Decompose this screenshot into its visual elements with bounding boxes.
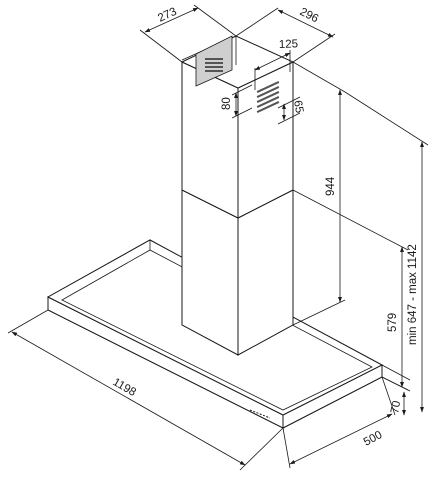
dimension-lines: [7, 4, 429, 471]
label-total-height: min 647 - max 1142: [407, 244, 419, 345]
vent-slots-left: [205, 58, 223, 72]
vent-slots-right: [256, 81, 280, 113]
label-vent-width: 125: [279, 38, 299, 51]
control-buttons: [249, 409, 271, 419]
label-chimney-width: 296: [298, 6, 321, 25]
label-vent-offset: 65: [291, 99, 305, 114]
label-hood-thickness: 70: [389, 400, 403, 415]
dimension-labels: 273 296 125 80 65 944 579 min 647 - max …: [111, 6, 420, 449]
label-lower-chimney: 579: [387, 313, 399, 332]
chimney: [180, 35, 295, 356]
label-hood-width: 1198: [111, 376, 138, 399]
label-chimney-height: 944: [325, 176, 337, 196]
label-vent-height: 80: [221, 97, 233, 110]
label-hood-depth: 500: [362, 429, 385, 449]
